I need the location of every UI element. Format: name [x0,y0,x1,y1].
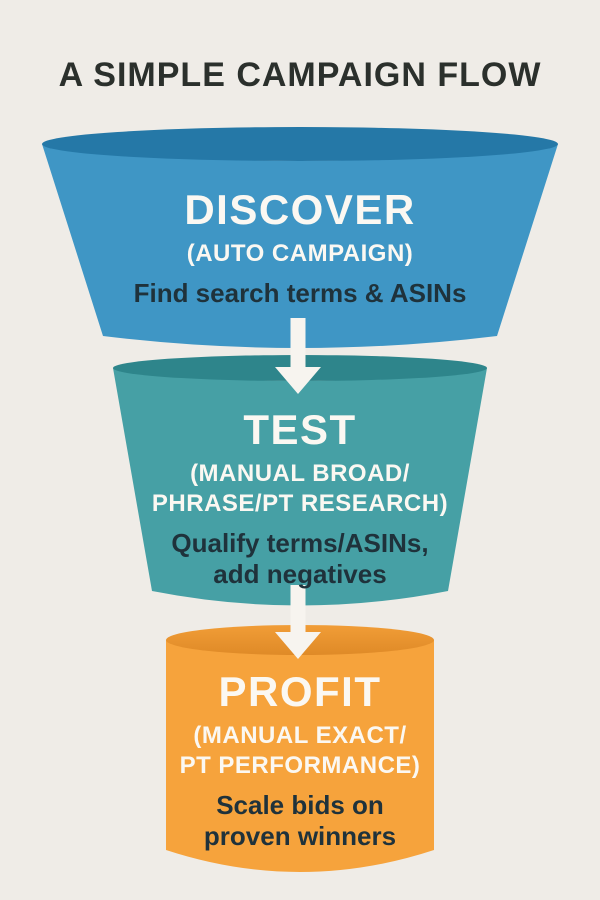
stage-discover-lid [42,127,558,161]
page-title: A SIMPLE CAMPAIGN FLOW [58,56,542,94]
stage-description: Qualify terms/ASINs, add negatives [0,528,600,589]
description-line: proven winners [203,820,397,851]
description-line: Qualify terms/ASINs, [171,528,429,559]
description-line: add negatives [213,558,387,589]
stage-description: Scale bids on proven winners [0,790,600,851]
stage-test-body [113,368,487,606]
arrow-down-icon [275,585,321,659]
stage-test-text: TEST (MANUAL BROAD/ PHRASE/PT RESEARCH) … [0,406,600,590]
stage-profit-text: PROFIT (MANUAL EXACT/ PT PERFORMANCE) Sc… [0,668,600,852]
stage-discover-body [42,144,558,348]
qualifier-line: (MANUAL BROAD/ [190,460,410,488]
stage-discover-shape [42,127,558,348]
qualifier-line: (MANUAL EXACT/ [193,722,407,750]
stage-test-shape [113,355,487,606]
stage-qualifier: (MANUAL BROAD/ PHRASE/PT RESEARCH) [0,459,600,519]
stage-discover-text: DISCOVER (AUTO CAMPAIGN) Find search ter… [0,186,600,309]
description-line: Find search terms & ASINs [133,278,467,309]
stage-name: DISCOVER [184,186,416,233]
stage-description: Find search terms & ASINs [0,278,600,309]
qualifier-line: (AUTO CAMPAIGN) [186,240,414,268]
stage-name: TEST [243,406,357,453]
stage-name: PROFIT [218,668,382,715]
qualifier-line: PHRASE/PT RESEARCH) [151,490,449,518]
stage-qualifier: (MANUAL EXACT/ PT PERFORMANCE) [0,721,600,781]
description-line: Scale bids on [216,790,384,821]
arrow-down-icon [275,318,321,394]
stage-qualifier: (AUTO CAMPAIGN) [0,239,600,269]
stage-profit-body [166,640,434,872]
qualifier-line: PT PERFORMANCE) [179,752,421,780]
stage-profit-shape [166,625,434,872]
